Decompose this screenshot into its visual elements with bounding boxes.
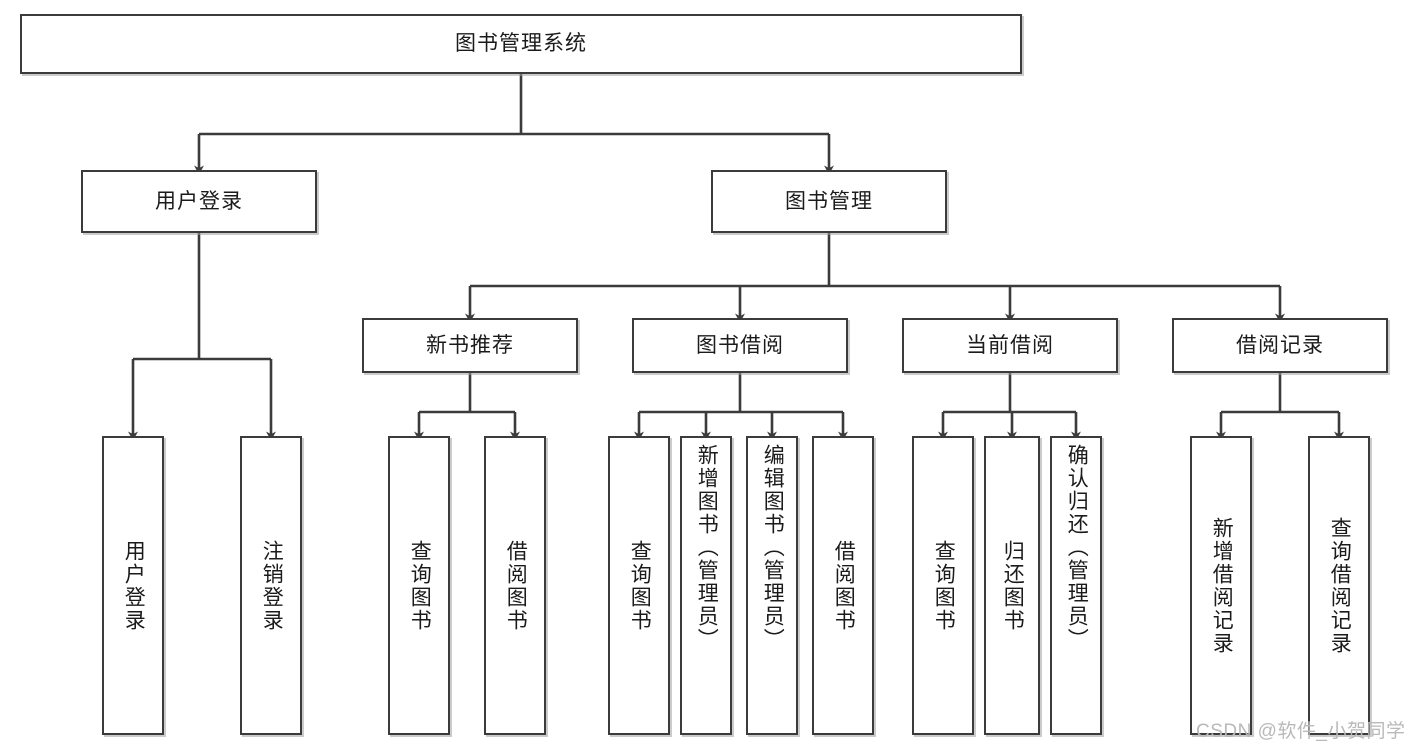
leaf-query-borrow-record[interactable]: 查询借阅记录 (1308, 436, 1370, 735)
node-current-borrow[interactable]: 当前借阅 (902, 318, 1118, 373)
node-root[interactable]: 图书管理系统 (20, 14, 1022, 74)
leaf-add-book-admin[interactable]: 新增图书（管理员） (680, 436, 732, 735)
leaf-add-borrow-record-label: 新增借阅记录 (1210, 516, 1234, 655)
leaf-logout-login[interactable]: 注销登录 (240, 436, 302, 735)
leaf-add-book-admin-label: 新增图书（管理员） (695, 444, 719, 651)
node-new-book-recommend-label: 新书推荐 (426, 333, 514, 357)
leaf-user-login-label: 用户登录 (122, 539, 146, 632)
node-book-borrow-label: 图书借阅 (696, 333, 784, 357)
node-root-label: 图书管理系统 (455, 32, 587, 56)
leaf-query-book-3-label: 查询图书 (932, 539, 956, 632)
leaf-return-book-label: 归还图书 (1001, 539, 1025, 632)
node-borrow-record-label: 借阅记录 (1236, 333, 1324, 357)
leaf-query-book-2[interactable]: 查询图书 (608, 436, 670, 735)
leaf-logout-login-label: 注销登录 (260, 539, 284, 632)
node-current-borrow-label: 当前借阅 (966, 333, 1054, 357)
leaf-confirm-return-admin-label: 确认归还（管理员） (1065, 444, 1089, 651)
leaf-edit-book-admin-label: 编辑图书（管理员） (761, 444, 785, 651)
node-new-book-recommend[interactable]: 新书推荐 (362, 318, 578, 373)
node-user-login[interactable]: 用户登录 (81, 170, 317, 233)
node-borrow-record[interactable]: 借阅记录 (1172, 318, 1388, 373)
leaf-borrow-book-1[interactable]: 借阅图书 (484, 436, 546, 735)
leaf-return-book[interactable]: 归还图书 (984, 436, 1040, 735)
node-book-manage-label: 图书管理 (785, 189, 873, 213)
node-book-manage[interactable]: 图书管理 (711, 170, 947, 233)
watermark: CSDN @软件_小贺同学 (1196, 721, 1405, 742)
leaf-borrow-book-2[interactable]: 借阅图书 (812, 436, 874, 735)
leaf-edit-book-admin[interactable]: 编辑图书（管理员） (746, 436, 798, 735)
leaf-confirm-return-admin[interactable]: 确认归还（管理员） (1050, 436, 1102, 735)
leaf-borrow-book-2-label: 借阅图书 (832, 539, 856, 632)
leaf-query-borrow-record-label: 查询借阅记录 (1328, 516, 1352, 655)
leaf-user-login[interactable]: 用户登录 (102, 436, 164, 735)
leaf-query-book-2-label: 查询图书 (628, 539, 652, 632)
leaf-query-book-1[interactable]: 查询图书 (388, 436, 450, 735)
leaf-add-borrow-record[interactable]: 新增借阅记录 (1190, 436, 1252, 735)
node-user-login-label: 用户登录 (155, 189, 243, 213)
node-book-borrow[interactable]: 图书借阅 (632, 318, 848, 373)
leaf-borrow-book-1-label: 借阅图书 (504, 539, 528, 632)
leaf-query-book-3[interactable]: 查询图书 (912, 436, 974, 735)
leaf-query-book-1-label: 查询图书 (408, 539, 432, 632)
